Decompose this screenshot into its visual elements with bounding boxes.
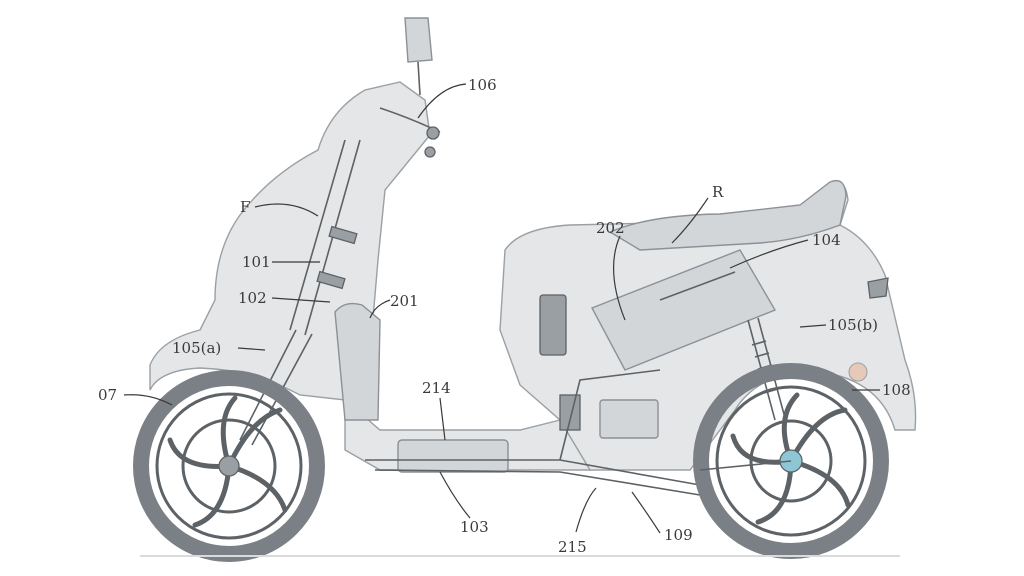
label-104: 104 [812, 231, 841, 249]
leader-lines [123, 83, 880, 534]
battery-201 [334, 302, 381, 421]
label-108: 108 [882, 381, 911, 399]
label-103: 103 [460, 518, 489, 536]
label-106: 106 [468, 76, 497, 94]
battery-214 [397, 439, 509, 473]
label-105a: 105(a) [172, 339, 221, 357]
handlebar [379, 107, 441, 158]
steering-column [289, 139, 361, 336]
controller-module [539, 294, 659, 439]
label-201: 201 [390, 292, 419, 310]
label-101: 101 [242, 253, 271, 271]
label-F: F [240, 198, 250, 216]
frame [365, 369, 701, 496]
label-214: 214 [422, 379, 451, 397]
battery-202 [591, 249, 777, 371]
label-202: 202 [596, 219, 625, 237]
front-wheel [133, 370, 325, 562]
label-215: 215 [558, 538, 587, 556]
label-07: 07 [98, 386, 117, 404]
label-105b: 105(b) [828, 316, 878, 334]
label-R: R [712, 183, 724, 201]
label-102: 102 [238, 289, 267, 307]
mirror [404, 17, 433, 96]
rear-wheel [693, 363, 889, 559]
seat [608, 179, 847, 251]
tail-light [848, 277, 889, 382]
label-109: 109 [664, 526, 693, 544]
